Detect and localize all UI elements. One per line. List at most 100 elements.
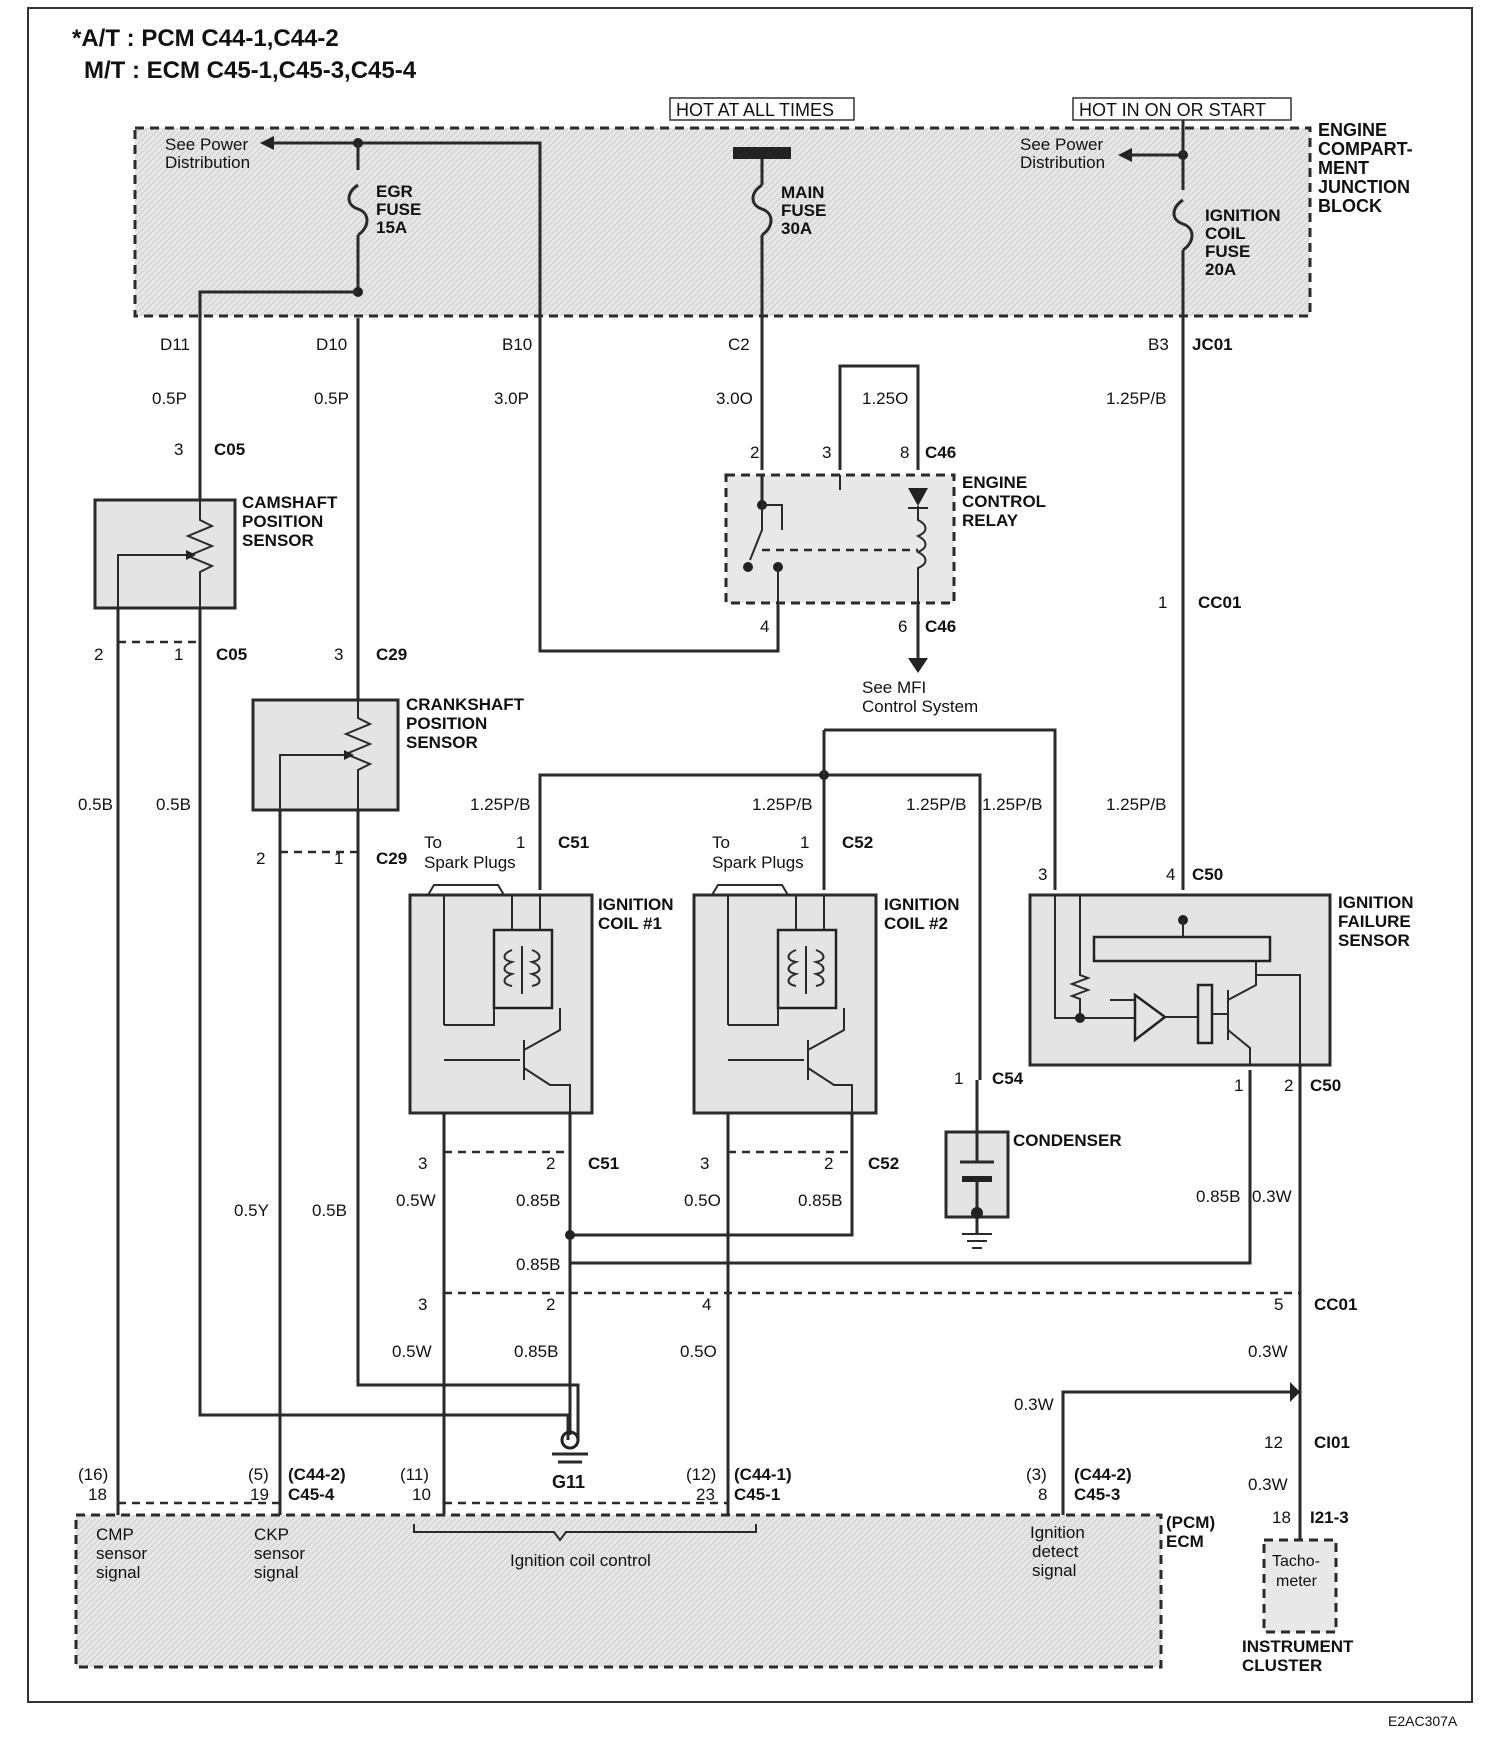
c05b-pin-1: 1 [174,645,183,664]
coil2-to: To [712,833,730,852]
svg-text:4: 4 [760,617,769,636]
mfi-label-2: Control System [862,697,978,716]
egr-fuse-label-2: FUSE [376,200,421,219]
c52-label-top: C52 [842,833,873,852]
wire-c2-color: 3.0O [716,389,753,408]
ecm-pin-23: 23 [696,1485,715,1504]
wire-detect-color: 0.3W [1014,1395,1054,1414]
ign-fuse-label-2: COIL [1205,224,1246,243]
engine-control-relay: 2 3 8 C46 ENGINE CONTROL RELAY 4 6 C46 [724,443,1046,636]
cc01-pin-4: 4 [702,1295,711,1314]
detect-conn-at: (C44-2) [1074,1465,1132,1484]
wire-coil2-pwr-color: 1.25P/B [752,795,813,814]
c05-label-bottom: C05 [216,645,247,664]
c50-label-top: C50 [1192,865,1223,884]
c46-bottom-label: C46 [925,617,956,636]
ign-fuse-label-3: FUSE [1205,242,1250,261]
c52b-pin-2: 2 [824,1154,833,1173]
c52-pin-1: 1 [800,833,809,852]
svg-text:Tacho-: Tacho- [1272,1553,1320,1570]
c50-pin-4: 4 [1166,865,1175,884]
svg-text:POSITION: POSITION [406,714,487,733]
wire-ecm-coil1-color: 0.5W [392,1342,432,1361]
c52-label-bottom: C52 [868,1154,899,1173]
camshaft-position-sensor: CAMSHAFT POSITION SENSOR [93,493,338,610]
crankshaft-position-sensor: CRANKSHAFT POSITION SENSOR [251,695,525,812]
svg-text:CMP: CMP [96,1525,134,1544]
wire-ckp-gnd-color: 0.5B [312,1201,347,1220]
ecm-label-pcm: (PCM) [1166,1513,1215,1532]
detect-conn-mt: C45-3 [1074,1485,1120,1504]
wire-condenser-color: 1.25P/B [906,795,967,814]
c29-label-bottom: C29 [376,849,407,868]
c51-pin-1: 1 [516,833,525,852]
svg-text:CONTROL: CONTROL [962,492,1046,511]
svg-text:IGNITION: IGNITION [598,895,674,914]
svg-text:sensor: sensor [96,1544,147,1563]
ecm-pin-8: 8 [1038,1485,1047,1504]
main-fuse-label-1: MAIN [781,183,824,202]
svg-text:ENGINE: ENGINE [1318,120,1387,140]
ecm-label-ecm: ECM [1166,1532,1204,1551]
ecm-ckp-signal: signal [254,1563,298,1582]
ckp-sensor-title: SENSOR [406,733,478,752]
ignition-coil-1: IGNITION COIL #1 [408,884,674,1115]
ecm-pin-10: 10 [412,1485,431,1504]
ecm-detect-signal: signal [1032,1561,1076,1580]
see-power-right-1: See Power [1020,135,1103,154]
ground-g11: G11 [552,1420,588,1492]
svg-text:CKP: CKP [254,1525,289,1544]
wire-g11-color: 0.85B [514,1342,558,1361]
wire-coil2-ctrl-color: 0.5O [684,1191,721,1210]
wire-ifs-pin3-color: 1.25P/B [982,795,1043,814]
svg-text:CAMSHAFT: CAMSHAFT [242,493,338,512]
wire-b10-color: 3.0P [494,389,529,408]
main-fuse-label-3: 30A [781,219,812,238]
tachometer: Tacho- meter [1262,1538,1338,1634]
cc01-pin-1: 1 [1158,593,1167,612]
ecm-pin-5: (5) [248,1465,269,1484]
svg-text:IGNITION: IGNITION [884,895,960,914]
term-b10: B10 [502,335,532,354]
ecm-coil-control: Ignition coil control [510,1551,651,1570]
cc01-pin-5: 5 [1274,1295,1283,1314]
svg-text:POSITION: POSITION [242,512,323,531]
svg-text:3: 3 [822,443,831,462]
svg-text:meter: meter [1276,1573,1318,1590]
c05b-pin-2: 2 [94,645,103,664]
wire-ifs-out2-color: 0.3W [1252,1187,1292,1206]
wire-coil1-pwr-color: 1.25P/B [470,795,531,814]
ignition-coil-2: IGNITION COIL #2 [692,884,960,1115]
wire-coil1-out-color: 0.85B [516,1191,560,1210]
ecm-pin-12: (12) [686,1465,716,1484]
hot-in-on-label: HOT IN ON OR START [1079,100,1266,120]
egr-fuse-label-3: 15A [376,218,407,237]
page-frame [27,7,1473,1703]
term-jc01: JC01 [1192,335,1233,354]
ecm-pin-19: 19 [250,1485,269,1504]
c50-pin-3: 3 [1038,865,1047,884]
wire-d10-color: 0.5P [314,389,349,408]
c29b-pin-2: 2 [256,849,265,868]
wire-coil2-out-color: 0.85B [798,1191,842,1210]
ign-fuse-label-1: IGNITION [1205,206,1281,225]
c50-label-bottom: C50 [1310,1076,1341,1095]
c51-label-top: C51 [558,833,589,852]
svg-text:CRANKSHAFT: CRANKSHAFT [406,695,525,714]
coil-conn-at: (C44-1) [734,1465,792,1484]
ecm-block: CMP sensor signal CKP sensor signal Igni… [74,1501,1215,1669]
svg-text:COMPART-: COMPART- [1318,139,1413,159]
c51b-pin-3: 3 [418,1154,427,1173]
condenser: CONDENSER [944,1080,1122,1249]
c29-pin-3: 3 [334,645,343,664]
svg-text:2: 2 [750,443,759,462]
term-d10: D10 [316,335,347,354]
coil1-spark-plugs: Spark Plugs [424,853,516,872]
engine-compartment-junction-block: ENGINE COMPART- MENT JUNCTION BLOCK [133,120,1413,318]
wire-coil1-ctrl-color: 0.5W [396,1191,436,1210]
svg-text:RELAY: RELAY [962,511,1019,530]
cc01-label-top: CC01 [1198,593,1241,612]
cluster-label-2: CLUSTER [1242,1656,1322,1675]
c29-label-top: C29 [376,645,407,664]
